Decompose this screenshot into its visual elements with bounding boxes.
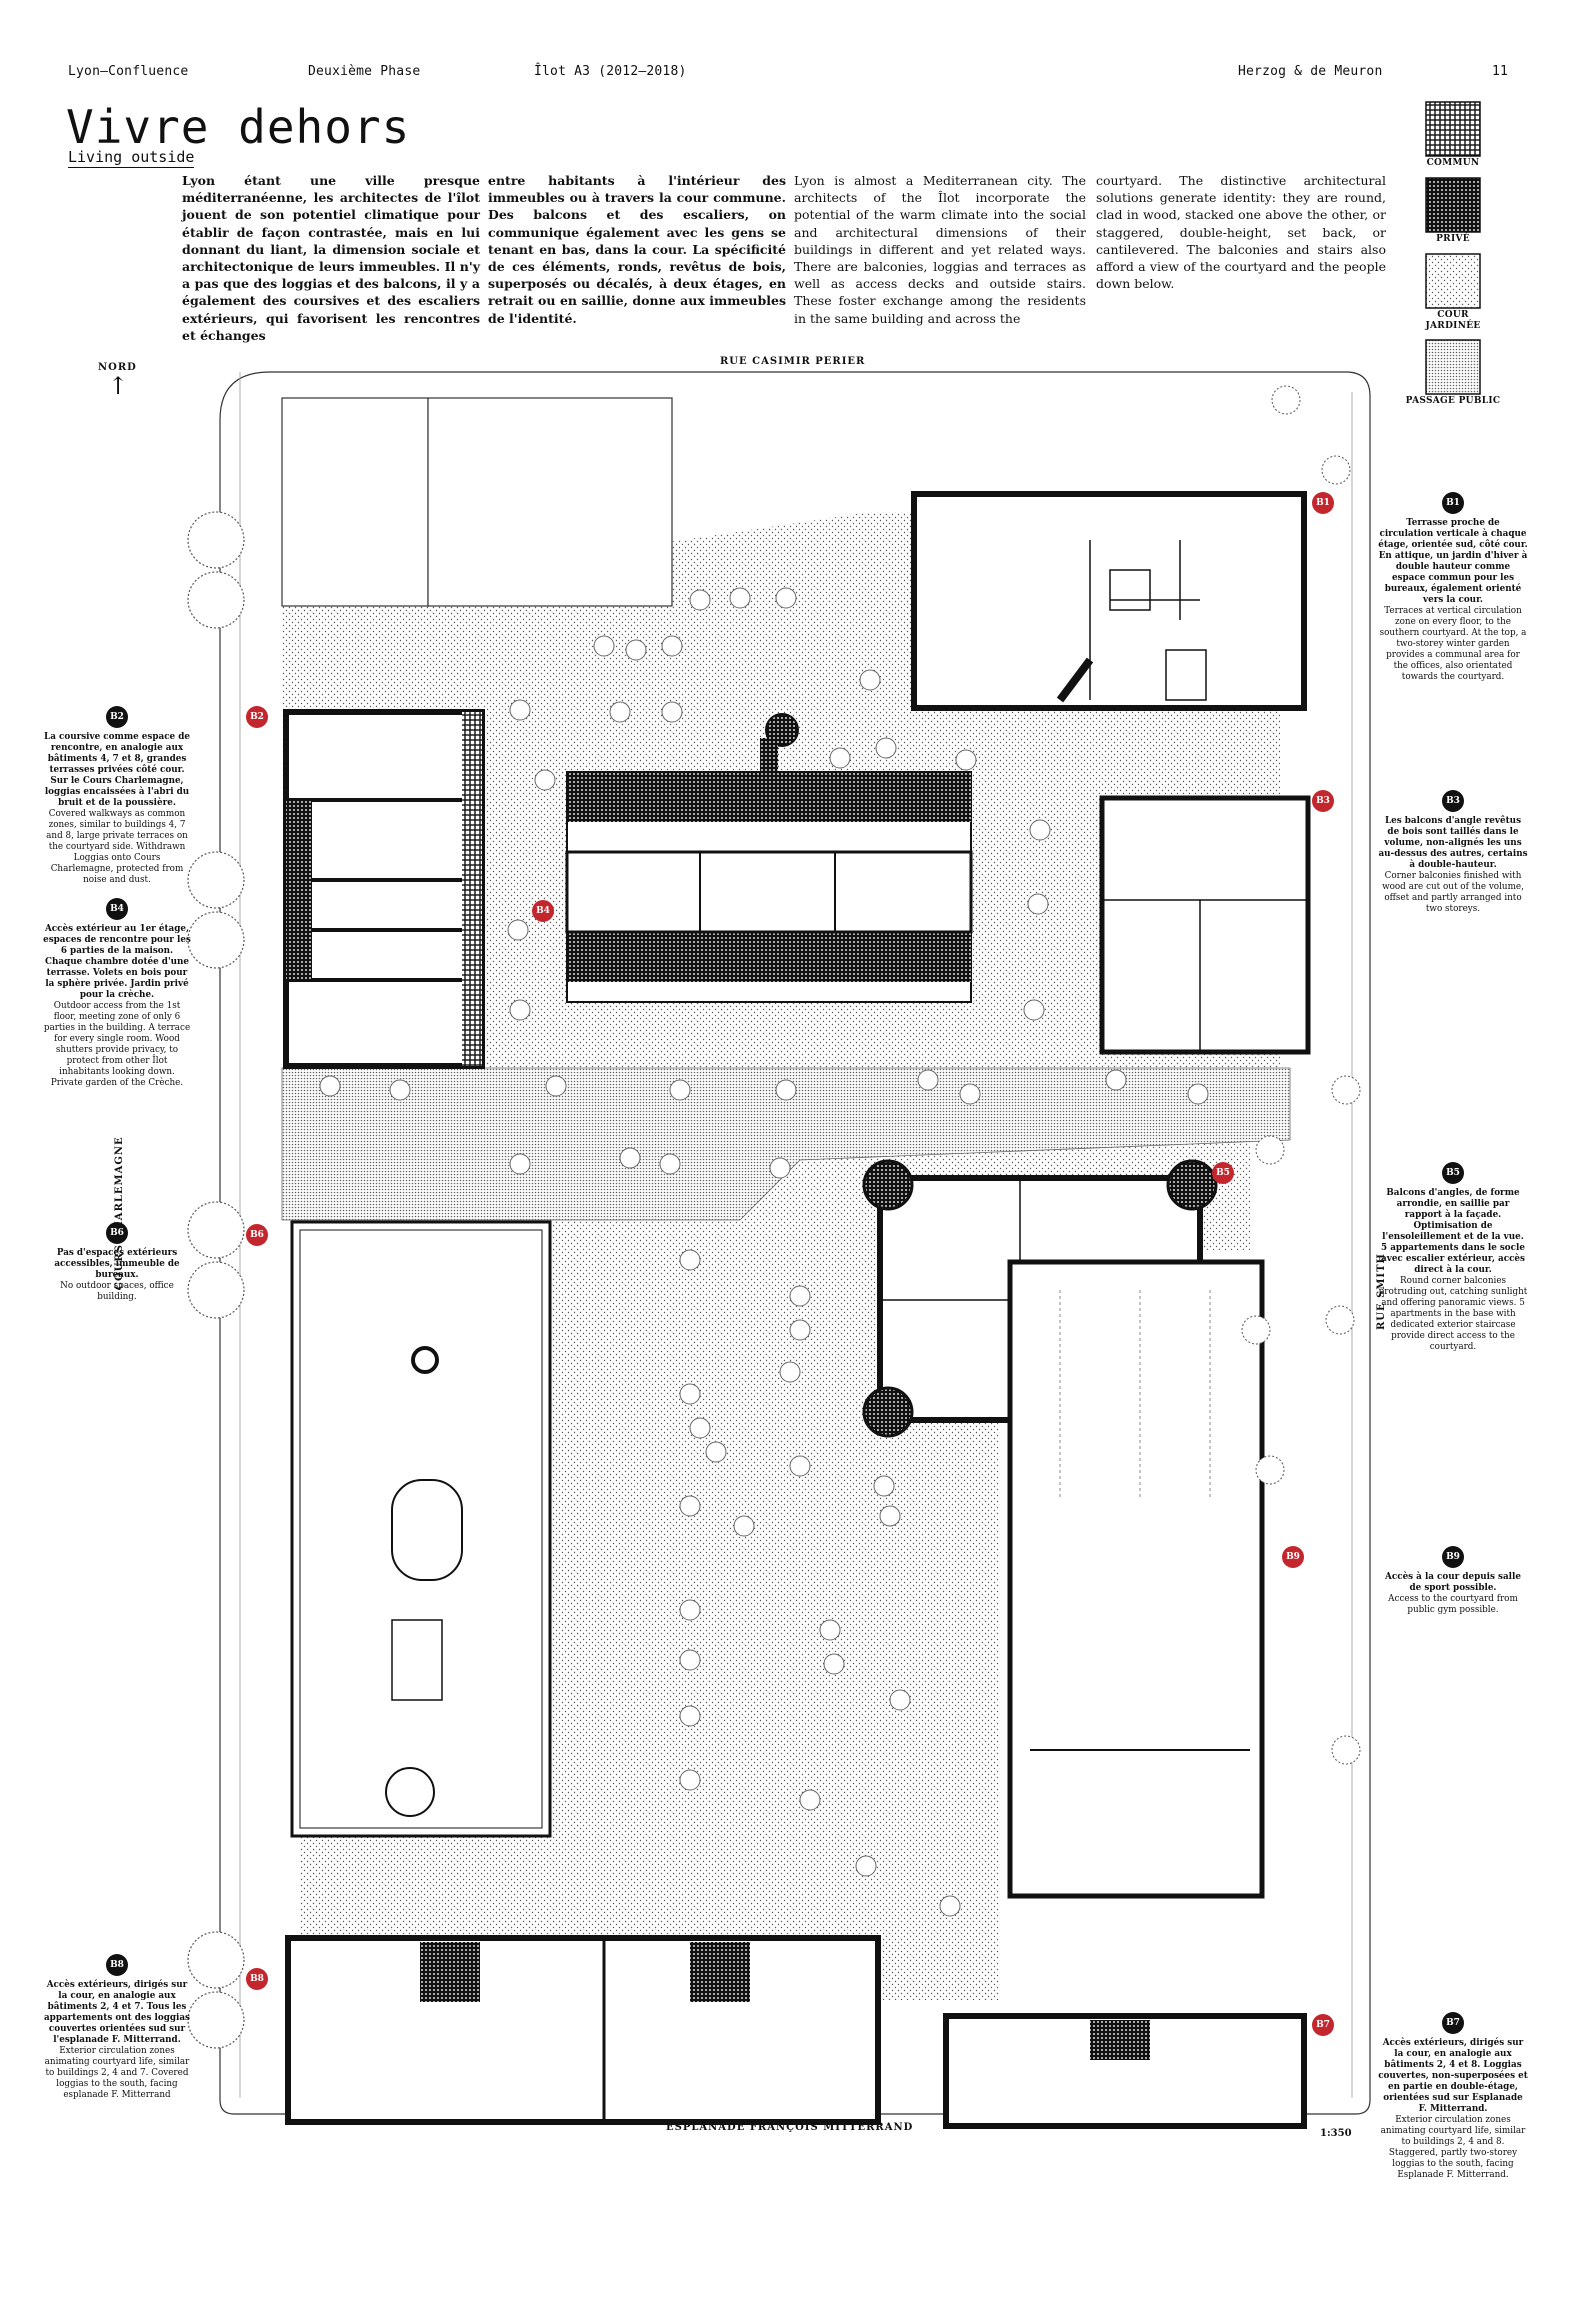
note-b1: Terrasse proche de circulation verticale…	[1378, 518, 1528, 683]
note-badge-b9: B9	[1442, 1546, 1464, 1568]
street-south: ESPLANADE FRANÇOIS MITTERRAND	[666, 2122, 914, 2133]
note-b7: Accès extérieurs, dirigés sur la cour, e…	[1378, 2038, 1528, 2181]
building-b3	[1099, 795, 1311, 1055]
legend-label-prive: PRIVÉ	[1436, 234, 1470, 244]
header-phase: Deuxième Phase	[308, 64, 421, 79]
street-north: RUE CASIMIR PERIER	[720, 356, 866, 367]
note-b6-en: No outdoor spaces, office building.	[60, 1281, 174, 1302]
legend-swatch-cour	[1425, 253, 1481, 309]
note-badge-b1: B1	[1442, 492, 1464, 514]
legend-label-cour: COUR JARDINÉE	[1425, 310, 1481, 331]
north-label: NORD	[98, 362, 137, 373]
note-b1-en: Terraces at vertical circulation zone on…	[1379, 606, 1527, 682]
note-b6-fr: Pas d'espaces extérieurs accessibles, im…	[54, 1248, 180, 1280]
plan-badge-b3[interactable]: B3	[1312, 790, 1334, 812]
intro-fr-col2: entre habitants à l'intérieur des immeub…	[488, 173, 786, 326]
note-b8-en: Exterior circulation zones animating cou…	[44, 2046, 190, 2100]
header-architect: Herzog & de Meuron	[1238, 64, 1383, 79]
note-b4-en: Outdoor access from the 1st floor, meeti…	[43, 1001, 191, 1088]
page-subtitle: Living outside	[68, 148, 195, 168]
street-trees-west	[187, 511, 245, 2049]
building-b2	[283, 709, 485, 1069]
plan-badge-b9[interactable]: B9	[1282, 1546, 1304, 1568]
note-b8-fr: Accès extérieurs, dirigés sur la cour, e…	[43, 1980, 191, 2045]
note-badge-b6: B6	[106, 1222, 128, 1244]
building-b6	[290, 1220, 552, 1838]
plan-badge-b6[interactable]: B6	[246, 1224, 268, 1246]
note-badge-b4: B4	[106, 898, 128, 920]
plan-badge-b1[interactable]: B1	[1312, 492, 1334, 514]
building-b1	[911, 491, 1307, 711]
legend-swatch-passage	[1425, 339, 1481, 395]
note-b9-fr: Accès à la cour depuis salle de sport po…	[1385, 1572, 1521, 1593]
note-badge-b7: B7	[1442, 2012, 1464, 2034]
note-b3: Les balcons d'angle revêtus de bois sont…	[1378, 816, 1528, 915]
public-passage	[281, 1067, 1291, 1221]
note-badge-b3: B3	[1442, 790, 1464, 812]
note-b5-fr: Balcons d'angles, de forme arrondie, en …	[1381, 1188, 1525, 1275]
intro-fr-col1: Lyon étant une ville presque méditerrané…	[182, 173, 480, 343]
note-b7-en: Exterior circulation zones animating cou…	[1380, 2115, 1526, 2180]
legend-label-passage: PASSAGE PUBLIC	[1405, 396, 1501, 406]
plan-badge-b5[interactable]: B5	[1212, 1162, 1234, 1184]
note-badge-b8: B8	[106, 1954, 128, 1976]
building-b8	[285, 1935, 881, 2125]
plan-badge-b2[interactable]: B2	[246, 706, 268, 728]
header-ilot: Îlot A3 (2012–2018)	[534, 64, 687, 79]
block-outline	[219, 371, 1371, 2115]
legend-swatch-prive	[1425, 177, 1481, 233]
legend-label-commun: COMMUN	[1426, 158, 1480, 168]
note-b5: Balcons d'angles, de forme arrondie, en …	[1378, 1188, 1528, 1353]
plan-badge-b7[interactable]: B7	[1312, 2014, 1334, 2036]
note-b3-fr: Les balcons d'angle revêtus de bois sont…	[1378, 816, 1528, 870]
note-b9-en: Access to the courtyard from public gym …	[1388, 1594, 1518, 1615]
note-b2: La coursive comme espace de rencontre, e…	[42, 732, 192, 886]
note-b2-en: Covered walkways as common zones, simila…	[46, 809, 188, 885]
note-b9: Accès à la cour depuis salle de sport po…	[1378, 1572, 1528, 1616]
note-b5-en: Round corner balconies protruding out, c…	[1378, 1276, 1528, 1352]
header-page-number: 11	[1492, 64, 1509, 79]
note-b8: Accès extérieurs, dirigés sur la cour, e…	[42, 1980, 192, 2101]
note-b4-fr: Accès extérieur au 1er étage, espaces de…	[43, 924, 191, 1000]
street-trees-east	[1241, 385, 1361, 1765]
note-b4: Accès extérieur au 1er étage, espaces de…	[42, 924, 192, 1089]
intro-en-col1: Lyon is almost a Mediterranean city. The…	[794, 173, 1086, 326]
legend-swatch-commun	[1425, 101, 1481, 157]
courtyard-trees	[319, 587, 1209, 1917]
page-title: Vivre dehors	[66, 100, 411, 154]
building-b9	[1007, 1259, 1265, 1899]
note-b3-en: Corner balconies finished with wood are …	[1382, 871, 1524, 914]
north-arrow-icon: ↑	[108, 372, 129, 400]
plan-badge-b4[interactable]: B4	[532, 900, 554, 922]
intro-en-col2: courtyard. The distinctive architectural…	[1096, 173, 1386, 292]
note-b6: Pas d'espaces extérieurs accessibles, im…	[42, 1248, 192, 1303]
header-location: Lyon–Confluence	[68, 64, 189, 79]
note-b1-fr: Terrasse proche de circulation verticale…	[1378, 518, 1528, 605]
building-b7	[943, 2013, 1307, 2129]
scale-label: 1:350	[1320, 2128, 1352, 2139]
note-badge-b2: B2	[106, 706, 128, 728]
plan-badge-b8[interactable]: B8	[246, 1968, 268, 1990]
note-b7-fr: Accès extérieurs, dirigés sur la cour, e…	[1378, 2038, 1528, 2114]
note-badge-b5: B5	[1442, 1162, 1464, 1184]
note-b2-fr: La coursive comme espace de rencontre, e…	[44, 732, 190, 808]
